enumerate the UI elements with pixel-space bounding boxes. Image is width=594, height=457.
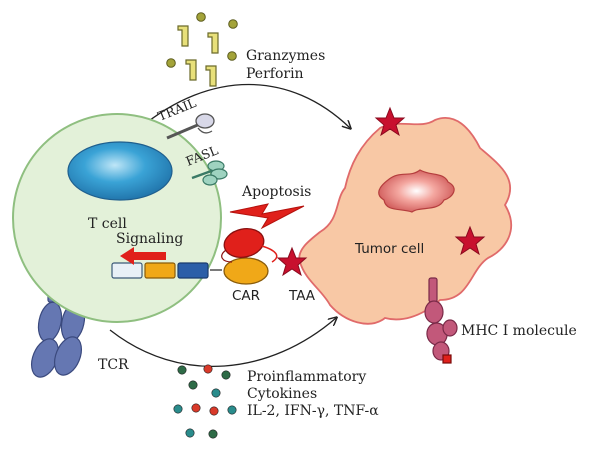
fasl-ligand <box>191 160 228 186</box>
car-domain-box <box>144 262 176 279</box>
mhc-i-molecule <box>424 277 458 364</box>
perforin-dot <box>228 19 238 29</box>
perforin-dot <box>227 51 237 61</box>
car-domain-box <box>177 262 209 279</box>
star-antigen <box>454 225 486 256</box>
perforin-label: Perforin <box>246 66 304 82</box>
t-cell-nucleus <box>67 141 173 201</box>
granzymes-perforin-particles <box>166 12 238 87</box>
car-label: CAR <box>232 288 260 304</box>
granzyme-particle <box>205 65 217 87</box>
signaling-arrow <box>120 247 166 265</box>
tcr-label: TCR <box>98 357 129 373</box>
top-arrow <box>139 83 350 129</box>
taa-star <box>276 246 308 277</box>
granzyme-particle <box>177 25 189 47</box>
tumor-cell-label: Tumor cell <box>354 241 424 257</box>
mhc-label: MHC I molecule <box>461 323 577 339</box>
car-hinge <box>223 257 269 285</box>
trail-label: TRAIL <box>156 95 199 124</box>
t-cell-label: T cell <box>88 216 127 232</box>
cytokine-list-label: IL-2, IFN-γ, TNF-α <box>247 403 379 419</box>
taa-label: TAA <box>288 288 316 304</box>
perforin-dot <box>196 12 206 22</box>
tumor-nucleus <box>378 169 455 213</box>
apoptosis-label: Apoptosis <box>241 184 311 200</box>
car-domain-box <box>111 262 143 279</box>
tumor-cell-body <box>298 117 512 325</box>
car-scfv <box>223 228 265 258</box>
cytokines-label: Cytokines <box>247 386 317 402</box>
proinflammatory-label: Proinflammatory <box>247 369 366 385</box>
cytokine-particles <box>173 364 237 439</box>
perforin-dot <box>166 58 176 68</box>
car-construct <box>111 228 278 285</box>
granzymes-label: Granzymes <box>246 48 325 64</box>
trail-ligand <box>166 113 215 140</box>
apoptosis-bolt <box>229 203 305 230</box>
granzyme-particle <box>207 32 219 54</box>
star-antigen <box>374 106 406 137</box>
granzyme-particle <box>185 59 197 81</box>
signaling-label: Signaling <box>116 231 183 247</box>
bottom-arrow <box>109 318 336 367</box>
